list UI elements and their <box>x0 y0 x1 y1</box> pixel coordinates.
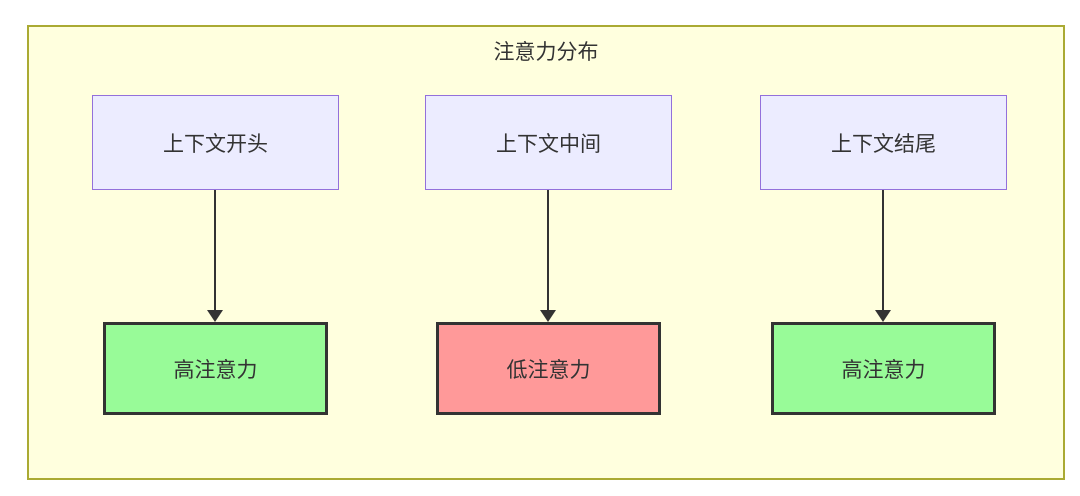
node-low-attention-middle-label: 低注意力 <box>506 358 591 382</box>
node-context-end: 上下文结尾 <box>760 95 1007 190</box>
arrow-head-icon <box>207 310 223 322</box>
arrow-line <box>882 190 884 311</box>
node-context-start-label: 上下文开头 <box>163 132 268 156</box>
arrow-connector-middle <box>540 190 556 322</box>
attention-distribution-group: 注意力分布 上下文开头 高注意力 上下文中间 低注意力 上下文结尾 <box>27 25 1065 480</box>
arrow-connector-end <box>875 190 891 322</box>
diagram-title: 注意力分布 <box>493 41 599 64</box>
node-context-middle: 上下文中间 <box>425 95 672 190</box>
node-high-attention-start-label: 高注意力 <box>173 358 258 382</box>
node-high-attention-end: 高注意力 <box>771 322 996 415</box>
arrow-head-icon <box>540 310 556 322</box>
arrow-line <box>547 190 549 311</box>
node-high-attention-start: 高注意力 <box>103 322 328 415</box>
node-context-middle-label: 上下文中间 <box>496 132 601 156</box>
arrow-connector-start <box>207 190 223 322</box>
node-high-attention-end-label: 高注意力 <box>841 358 926 382</box>
node-context-end-label: 上下文结尾 <box>831 132 936 156</box>
arrow-line <box>214 190 216 311</box>
node-low-attention-middle: 低注意力 <box>436 322 661 415</box>
node-context-start: 上下文开头 <box>92 95 339 190</box>
arrow-head-icon <box>875 310 891 322</box>
